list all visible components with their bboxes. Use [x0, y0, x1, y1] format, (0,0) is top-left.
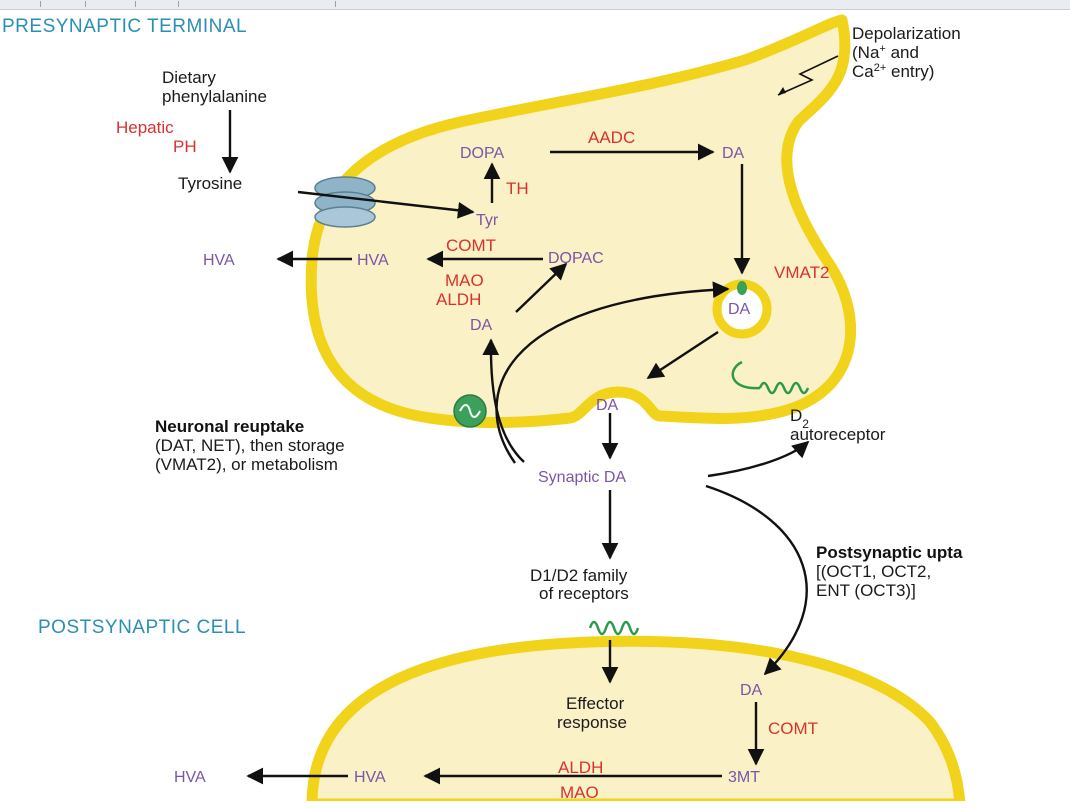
postsynaptic-cell-label: POSTSYNAPTIC CELL [38, 617, 246, 638]
arrow-synaptic-to-post-da [705, 484, 808, 676]
phenylalanine-label: phenylalanine [162, 87, 267, 106]
depolarization-ca-label: Ca2+ entry) [852, 62, 934, 81]
hva-outer-label: HVA [203, 252, 235, 269]
postsynaptic-cell-membrane [306, 635, 966, 809]
hva-post-inner-label: HVA [354, 769, 386, 786]
arrow-synaptic-to-metab-da [482, 338, 525, 463]
hepatic-label: Hepatic [116, 118, 174, 137]
th-label: TH [506, 179, 529, 198]
window-top-strip [0, 0, 1070, 10]
arrow-tyrosine-tyr [297, 190, 475, 219]
depolarization-label: Depolarization [852, 24, 961, 43]
tyr-label: Tyr [476, 212, 499, 229]
comt-pre-label: COMT [446, 236, 496, 255]
synaptic-da-label: Synaptic DA [538, 469, 626, 486]
neuronal-reuptake-title: Neuronal reuptake [155, 417, 304, 436]
3mt-label: 3MT [728, 769, 760, 786]
tyrosine-label: Tyrosine [178, 174, 242, 193]
mao-post-label: MAO [560, 783, 599, 802]
dopac-label: DOPAC [548, 250, 604, 267]
tyrosine-channel-icon [314, 176, 376, 228]
da-top-label: DA [722, 145, 745, 162]
vmat2-transporter-icon [737, 281, 747, 295]
da-release-label: DA [596, 397, 619, 414]
da-post-label: DA [740, 682, 763, 699]
effector-label: Effector [566, 694, 625, 713]
aldh-post-label: ALDH [558, 758, 603, 777]
arrow-da-dopac [515, 262, 568, 313]
response-label: response [557, 713, 627, 732]
presynaptic-terminal-membrane [305, 14, 857, 428]
arrow-synaptic-to-d2 [707, 440, 810, 478]
depolarization-bolt-icon [777, 55, 839, 96]
hva-post-outer-label: HVA [174, 769, 206, 786]
d1-d2-receptor-icon [588, 620, 640, 636]
depolarization-bolt-tip [778, 87, 786, 95]
ph-label: PH [173, 137, 197, 156]
dat-transporter-icon [453, 394, 487, 428]
aldh-pre-label: ALDH [436, 290, 481, 309]
dietary-label: Dietary [162, 68, 216, 87]
postsynaptic-uptake-title: Postsynaptic upta [816, 543, 963, 562]
aadc-label: AADC [588, 128, 635, 147]
depolarization-na-label: (Na+ and [852, 43, 919, 62]
neuronal-reuptake-line2: (DAT, NET), then storage [155, 436, 345, 455]
da-metab-label: DA [470, 317, 493, 334]
arrow-vesicle-release [646, 330, 719, 380]
dopa-label: DOPA [460, 145, 504, 162]
d2-autoreceptor-label: D2 [790, 406, 809, 431]
mao-pre-label: MAO [445, 271, 484, 290]
postsynaptic-uptake-line2: [(OCT1, OCT2, [816, 562, 931, 581]
neuronal-reuptake-line3: (VMAT2), or metabolism [155, 455, 338, 474]
d1d2-family-label: D1/D2 family [530, 566, 628, 585]
arrow-synaptic-to-vesicle [495, 281, 730, 464]
autoreceptor-label: autoreceptor [790, 425, 886, 444]
comt-post-label: COMT [768, 719, 818, 738]
postsynaptic-uptake-line3: ENT (OCT3)] [816, 581, 916, 600]
da-vesicle-label: DA [728, 301, 751, 318]
hva-inner-label: HVA [357, 252, 389, 269]
bottom-strip [0, 801, 1070, 809]
d2-autoreceptor-icon [731, 360, 810, 395]
vmat2-label: VMAT2 [774, 263, 829, 282]
presynaptic-terminal-label: PRESYNAPTIC TERMINAL [2, 16, 247, 37]
of-receptors-label: of receptors [539, 584, 629, 603]
